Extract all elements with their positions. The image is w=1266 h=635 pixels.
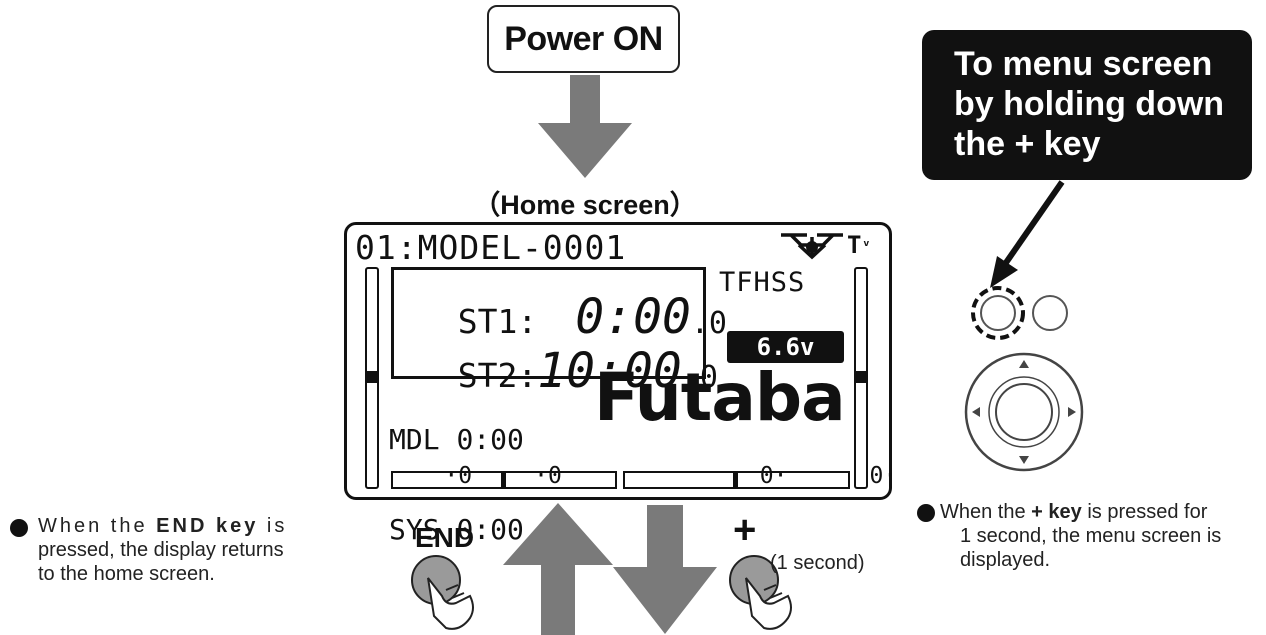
down-arrow-icon — [538, 75, 632, 178]
pointer-arrow-head-icon — [990, 256, 1018, 288]
trim-marker — [367, 371, 377, 383]
trim-value: 0· — [870, 463, 898, 489]
plus-key-icon — [981, 296, 1015, 330]
trim-slider-right — [623, 471, 850, 489]
end-key-label: END — [415, 522, 474, 554]
note-line: to the home screen. — [38, 562, 338, 586]
down-arrow-icon-2 — [613, 505, 717, 634]
callout-box: To menu screen by holding down the + key — [922, 30, 1252, 180]
plus-key-note: When the + key is pressed for 1 second, … — [940, 500, 1260, 572]
plus-key-label: + — [733, 508, 756, 553]
multicopter-icon — [777, 229, 847, 263]
pointer-arrow-line — [1003, 182, 1062, 267]
callout-line: To menu screen — [954, 44, 1240, 84]
note-line: 1 second, the menu screen is — [940, 524, 1260, 548]
jog-dial-inner-icon — [996, 384, 1052, 440]
protocol-label: TFHSS — [719, 267, 805, 298]
minus-key-icon — [1033, 296, 1067, 330]
lcd-display: 01:MODEL-0001 Tᵥ ST1:0:00.0 ST2:10:00.0 … — [344, 222, 892, 500]
note-line: displayed. — [940, 548, 1260, 572]
trim-slider-marker — [501, 471, 506, 489]
duration-label: (1 second) — [770, 552, 865, 575]
end-key-note: When the END key is pressed, the display… — [38, 514, 338, 586]
trim-marker — [856, 371, 866, 383]
bullet-icon-2 — [917, 504, 935, 522]
brand-logo: Futaba — [594, 365, 845, 431]
callout-line: the + key — [954, 124, 1240, 164]
callout-line: by holding down — [954, 84, 1240, 124]
antenna-icon: Tᵥ — [847, 231, 871, 259]
note-line: pressed, the display returns — [38, 538, 338, 562]
trim-bar-left — [365, 267, 379, 489]
model-name: 01:MODEL-0001 — [355, 230, 626, 266]
trim-slider-marker — [733, 471, 738, 489]
home-screen-title: （Home screen） — [460, 183, 710, 222]
trim-slider-left — [391, 471, 617, 489]
bullet-icon — [10, 519, 28, 537]
